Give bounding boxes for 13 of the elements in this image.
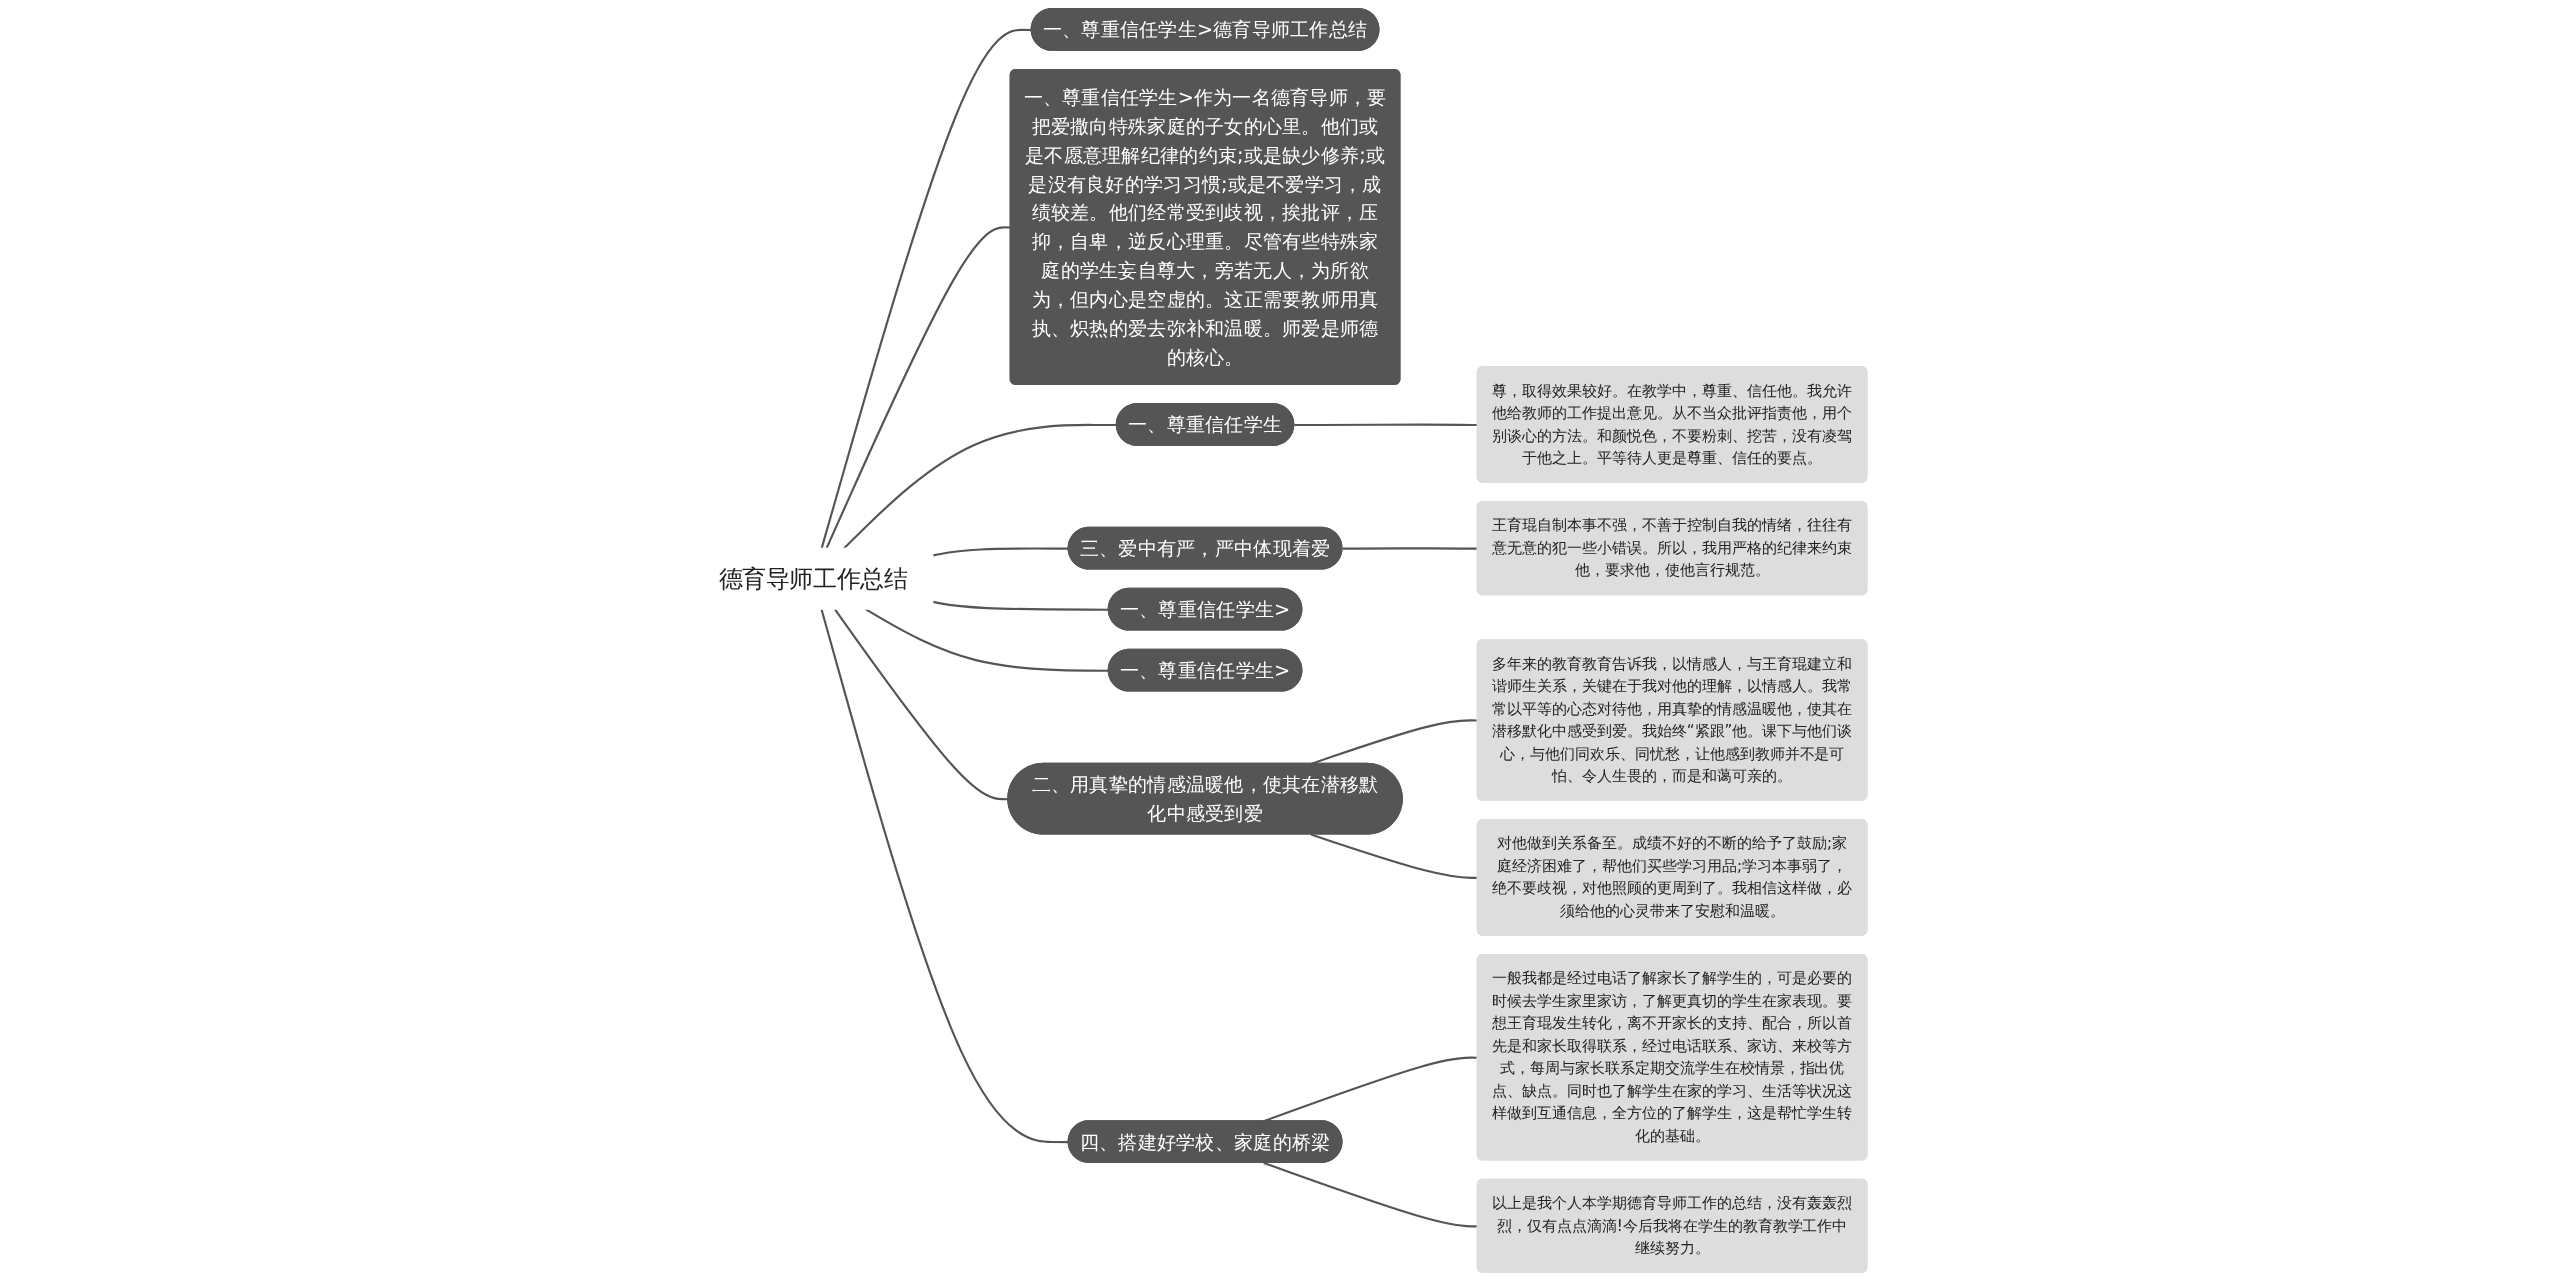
connector	[820, 608, 1069, 1144]
connector	[1310, 719, 1478, 765]
connector	[932, 600, 1109, 611]
node-text: 德育导师工作总结	[718, 565, 908, 593]
connector	[1342, 547, 1478, 550]
connector	[1263, 1161, 1478, 1228]
connector	[932, 547, 1069, 557]
connector	[864, 608, 1109, 672]
connector	[843, 423, 1117, 549]
connector	[825, 226, 1011, 549]
connector	[820, 28, 1032, 549]
connector	[1310, 833, 1478, 879]
connector	[1294, 423, 1478, 427]
